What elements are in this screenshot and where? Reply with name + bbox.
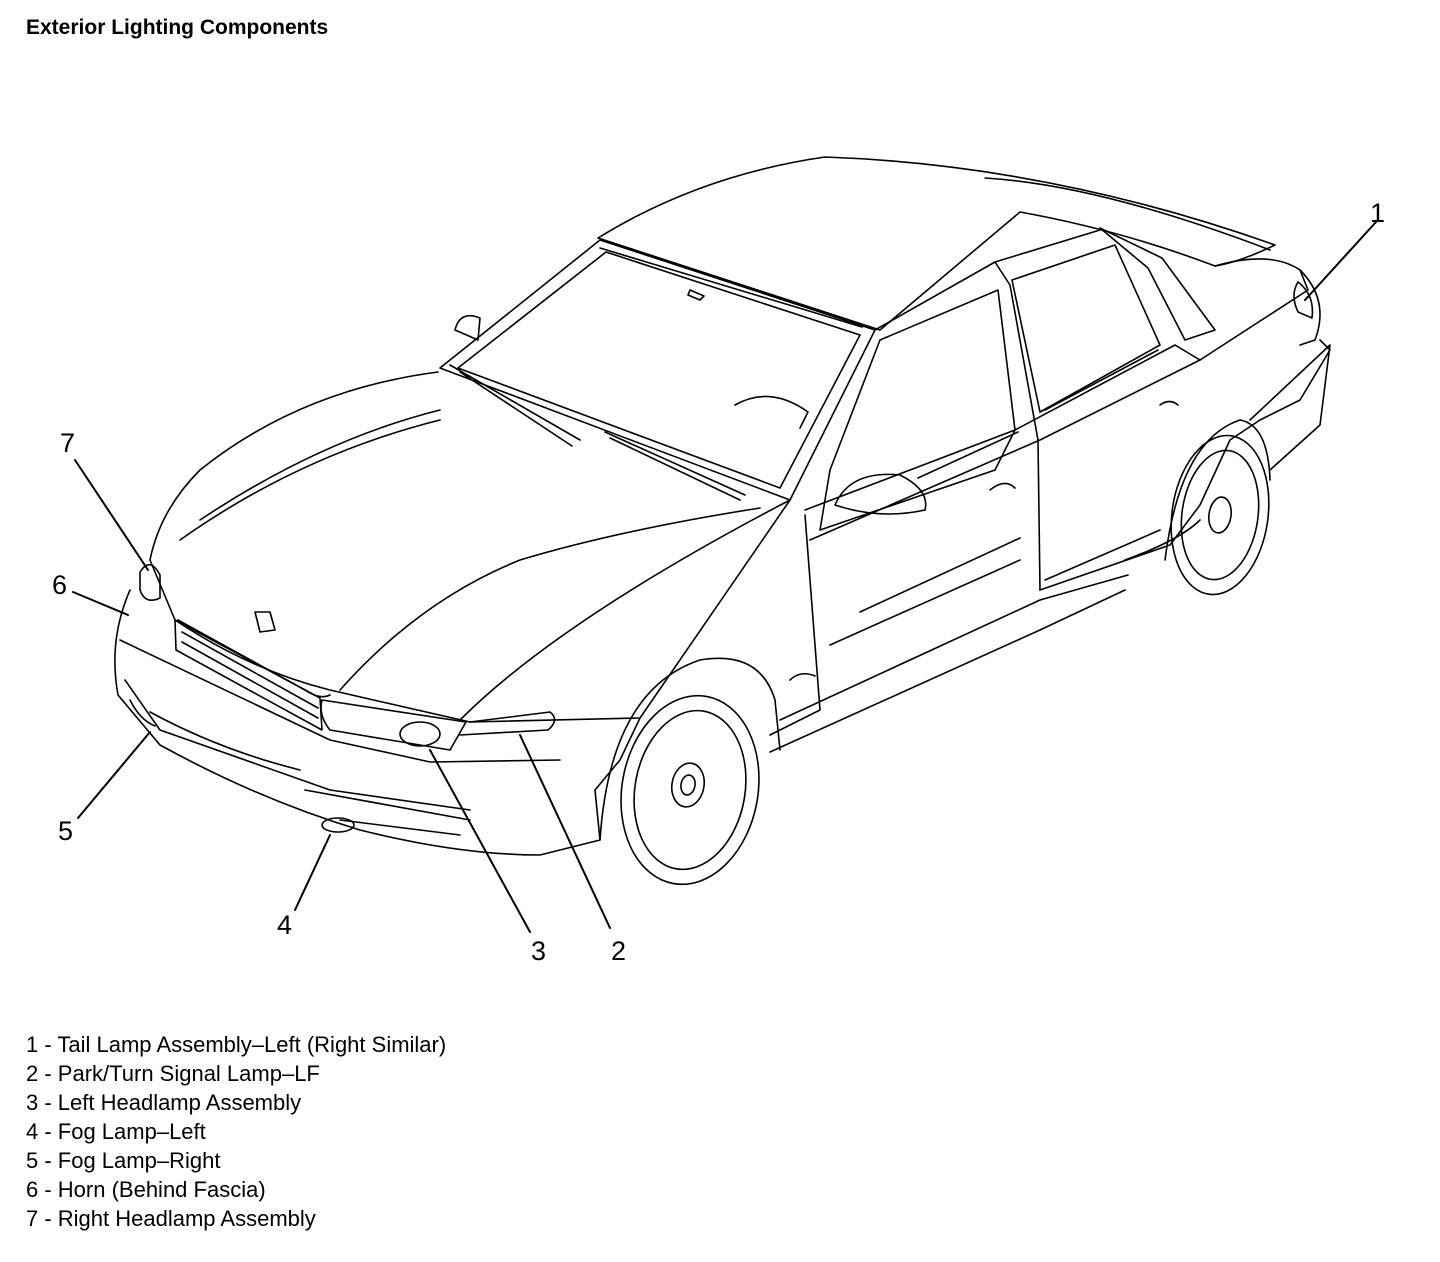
side-mirror	[834, 473, 927, 515]
rear-wheel	[1170, 434, 1270, 596]
legend: 1 - Tail Lamp Assembly–Left (Right Simil…	[26, 1030, 446, 1233]
legend-item: 2 - Park/Turn Signal Lamp–LF	[26, 1061, 320, 1086]
right-headlamp	[139, 563, 161, 601]
grille	[174, 619, 323, 731]
front-wheel	[620, 694, 760, 886]
legend-item: 4 - Fog Lamp–Left	[26, 1119, 206, 1144]
tail-lamp-left	[1293, 281, 1314, 319]
callout-5: 5	[58, 816, 74, 846]
left-headlamp	[320, 699, 467, 751]
hood	[149, 371, 791, 723]
callout-2: 2	[611, 936, 627, 966]
legend-item: 1 - Tail Lamp Assembly–Left (Right Simil…	[26, 1032, 447, 1057]
callout-4: 4	[277, 910, 293, 940]
diagram-title: Exterior Lighting Components	[26, 16, 329, 39]
roof-outline	[597, 156, 1276, 331]
legend-item: 3 - Left Headlamp Assembly	[26, 1090, 302, 1115]
front-fascia	[114, 589, 641, 856]
park-turn-lamp	[399, 721, 441, 747]
fog-lamp-right	[129, 699, 156, 727]
leader-lines	[72, 221, 1377, 933]
legend-item: 6 - Horn (Behind Fascia)	[26, 1177, 266, 1202]
legend-item: 7 - Right Headlamp Assembly	[26, 1206, 316, 1231]
callout-6: 6	[52, 570, 68, 600]
legend-item: 5 - Fog Lamp–Right	[26, 1148, 221, 1173]
callout-3: 3	[531, 936, 547, 966]
fog-lamp-left	[321, 817, 355, 833]
callout-7: 7	[60, 428, 76, 458]
callout-1: 1	[1370, 198, 1386, 228]
